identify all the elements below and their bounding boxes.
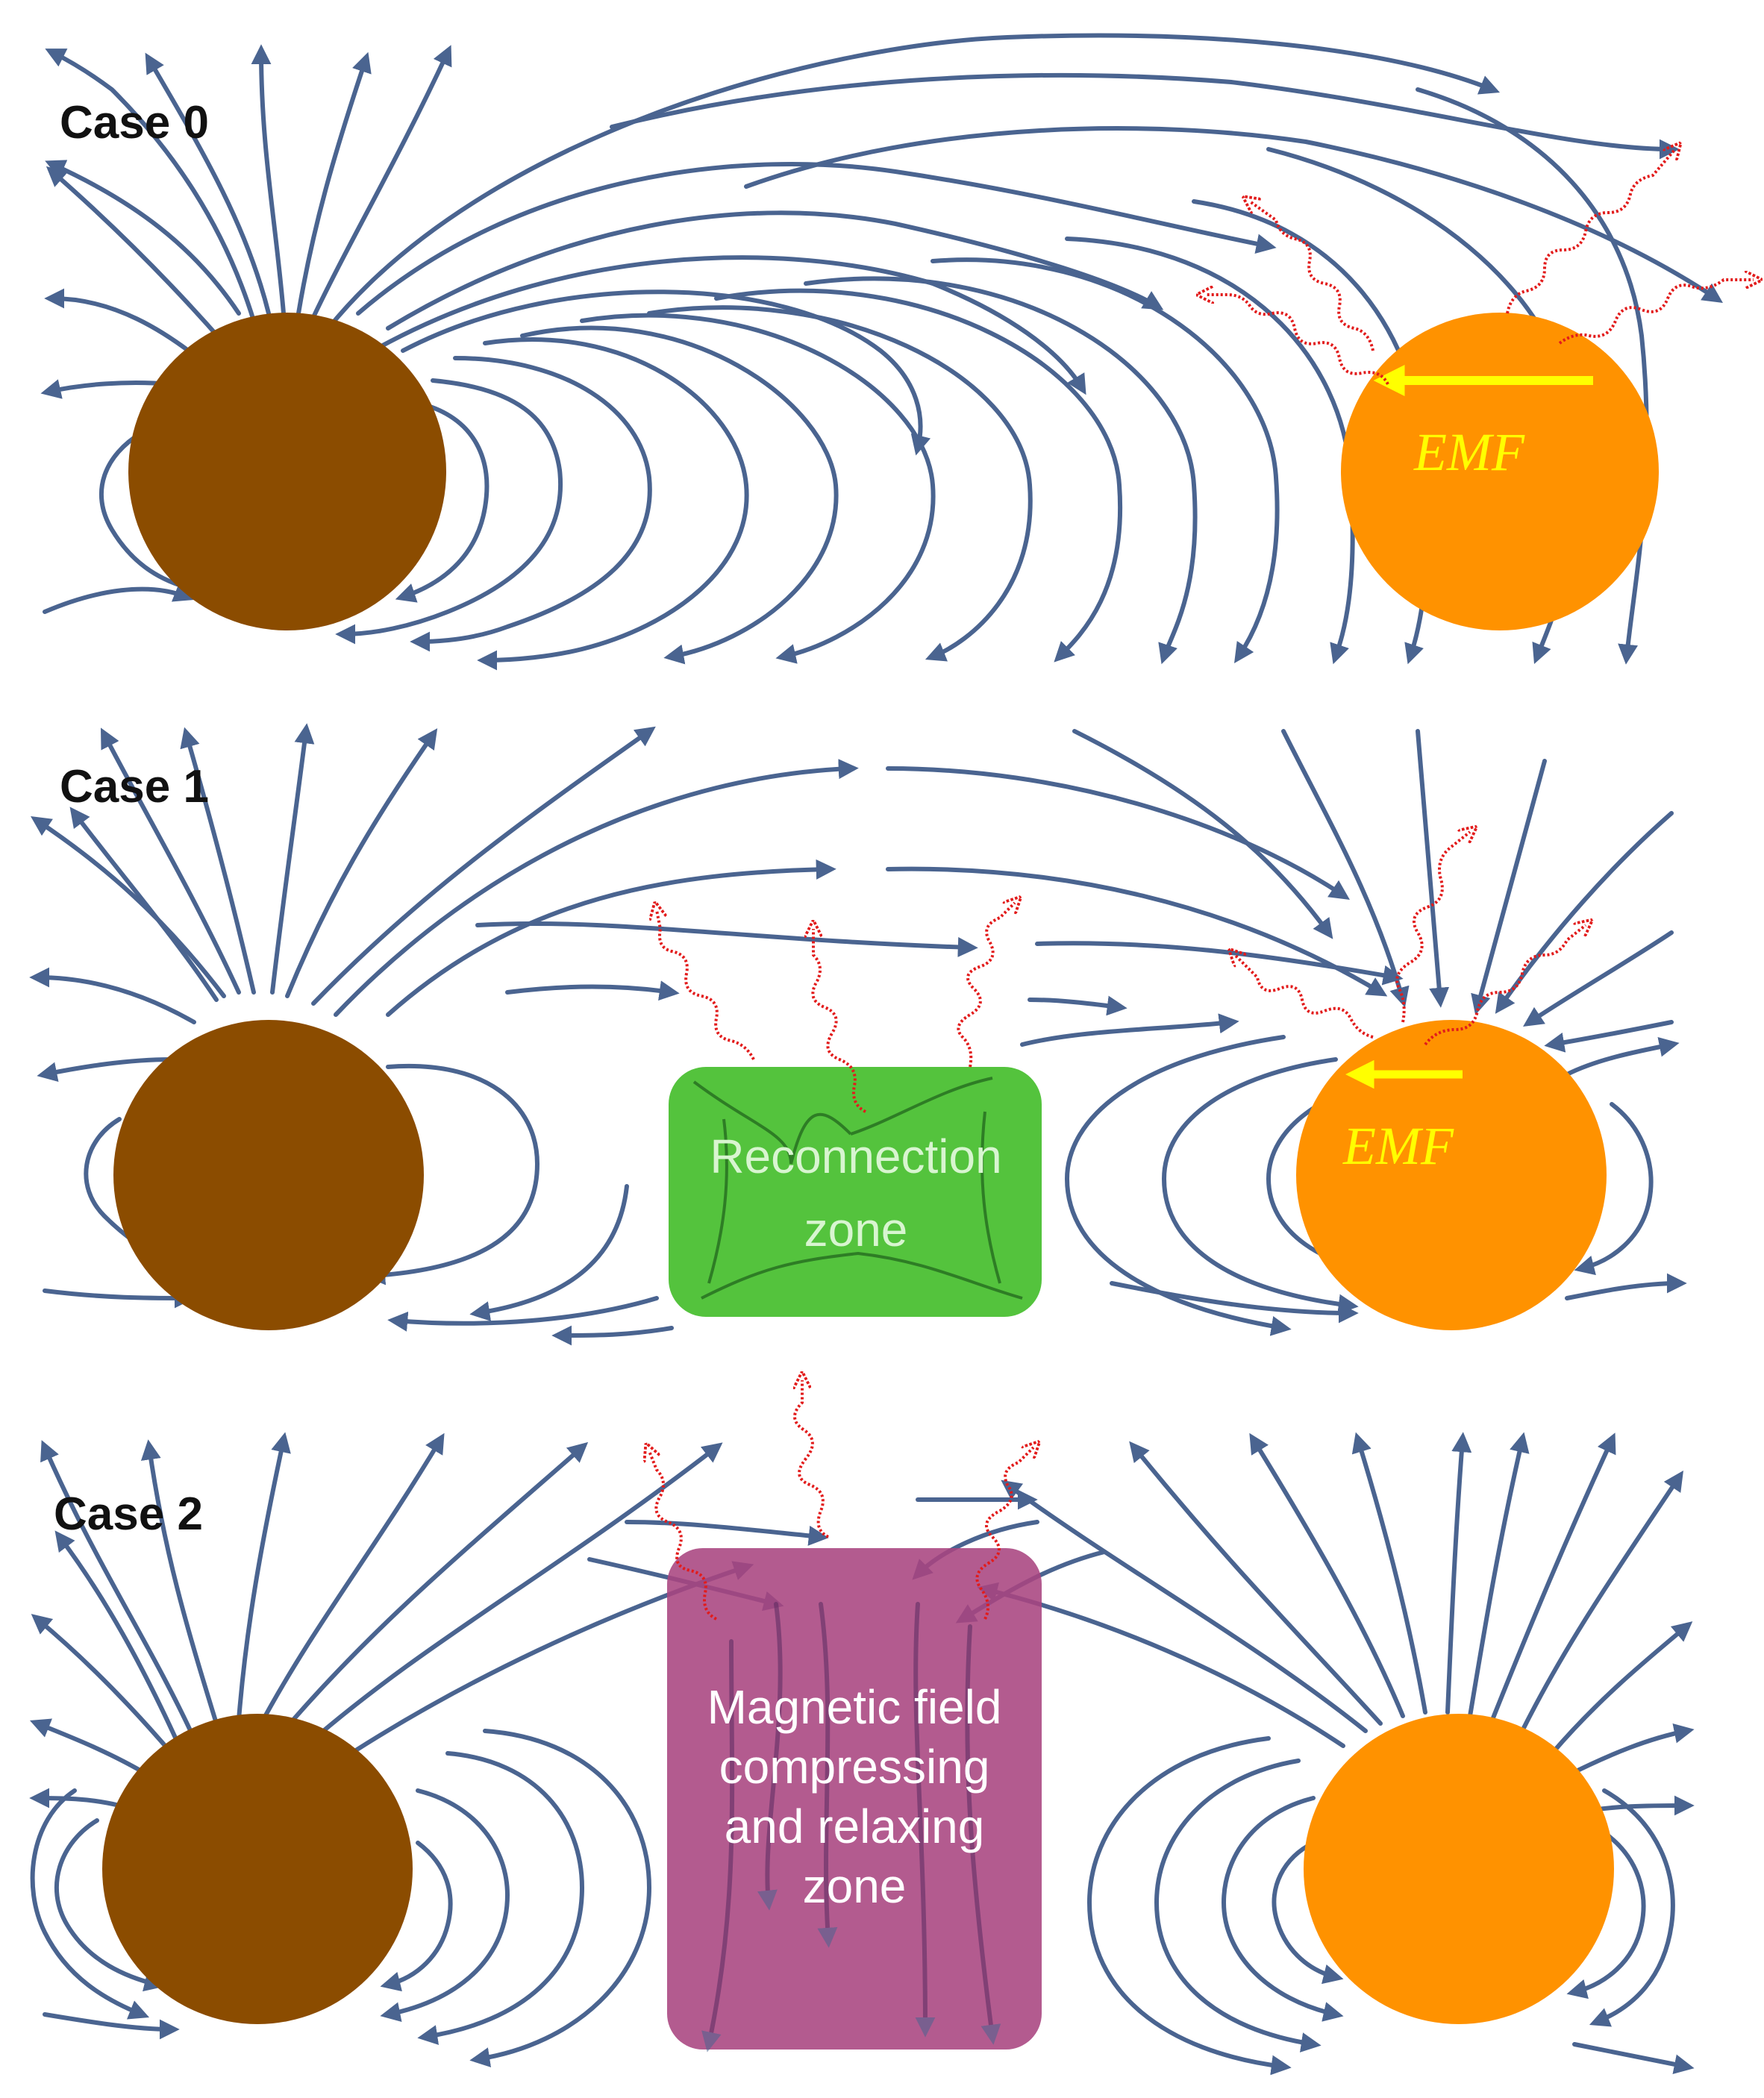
compression-zone-field-lines: [701, 1602, 1001, 2052]
emission-waves-case-2: [649, 1380, 1033, 1621]
emission-waves-case-1: [657, 832, 1586, 1113]
orange-body-case-1: [1296, 1020, 1607, 1330]
compression-zone-label-line2: compressing: [719, 1740, 990, 1794]
reconnection-x-lines: [692, 1077, 1023, 1300]
compression-zone-label-line4: zone: [803, 1859, 907, 1913]
orange-body-case-0: [1341, 313, 1659, 630]
emf-label-case-0: EMF: [1413, 422, 1525, 482]
brown-body-case-1: [113, 1020, 424, 1330]
panel-case-2: Magnetic field compressing and relaxing …: [29, 1380, 1695, 2076]
brown-body-case-0: [128, 313, 446, 630]
compression-zone: [667, 1548, 1042, 2050]
field-lines-case-0: [40, 33, 1723, 671]
compression-zone-label-line1: Magnetic field: [707, 1680, 1002, 1734]
compression-zone-label-line3: and relaxing: [725, 1800, 985, 1853]
reconnection-zone-label-line1: Reconnection: [710, 1130, 1001, 1183]
panel-case-1: Reconnection zone EMF Case 1: [29, 723, 1687, 1346]
reconnection-zone-label-line2: zone: [804, 1203, 908, 1256]
emf-label-case-1: EMF: [1342, 1116, 1454, 1176]
reconnection-zone: [669, 1067, 1042, 1317]
case-0-label: Case 0: [60, 97, 209, 148]
panel-case-0: EMF Case 0: [40, 33, 1754, 671]
brown-body-case-2: [102, 1714, 413, 2024]
emission-waves-case-0: [1205, 149, 1754, 385]
case-1-label: Case 1: [60, 761, 209, 812]
orange-body-case-2: [1304, 1714, 1614, 2024]
case-2-label: Case 2: [54, 1488, 203, 1540]
